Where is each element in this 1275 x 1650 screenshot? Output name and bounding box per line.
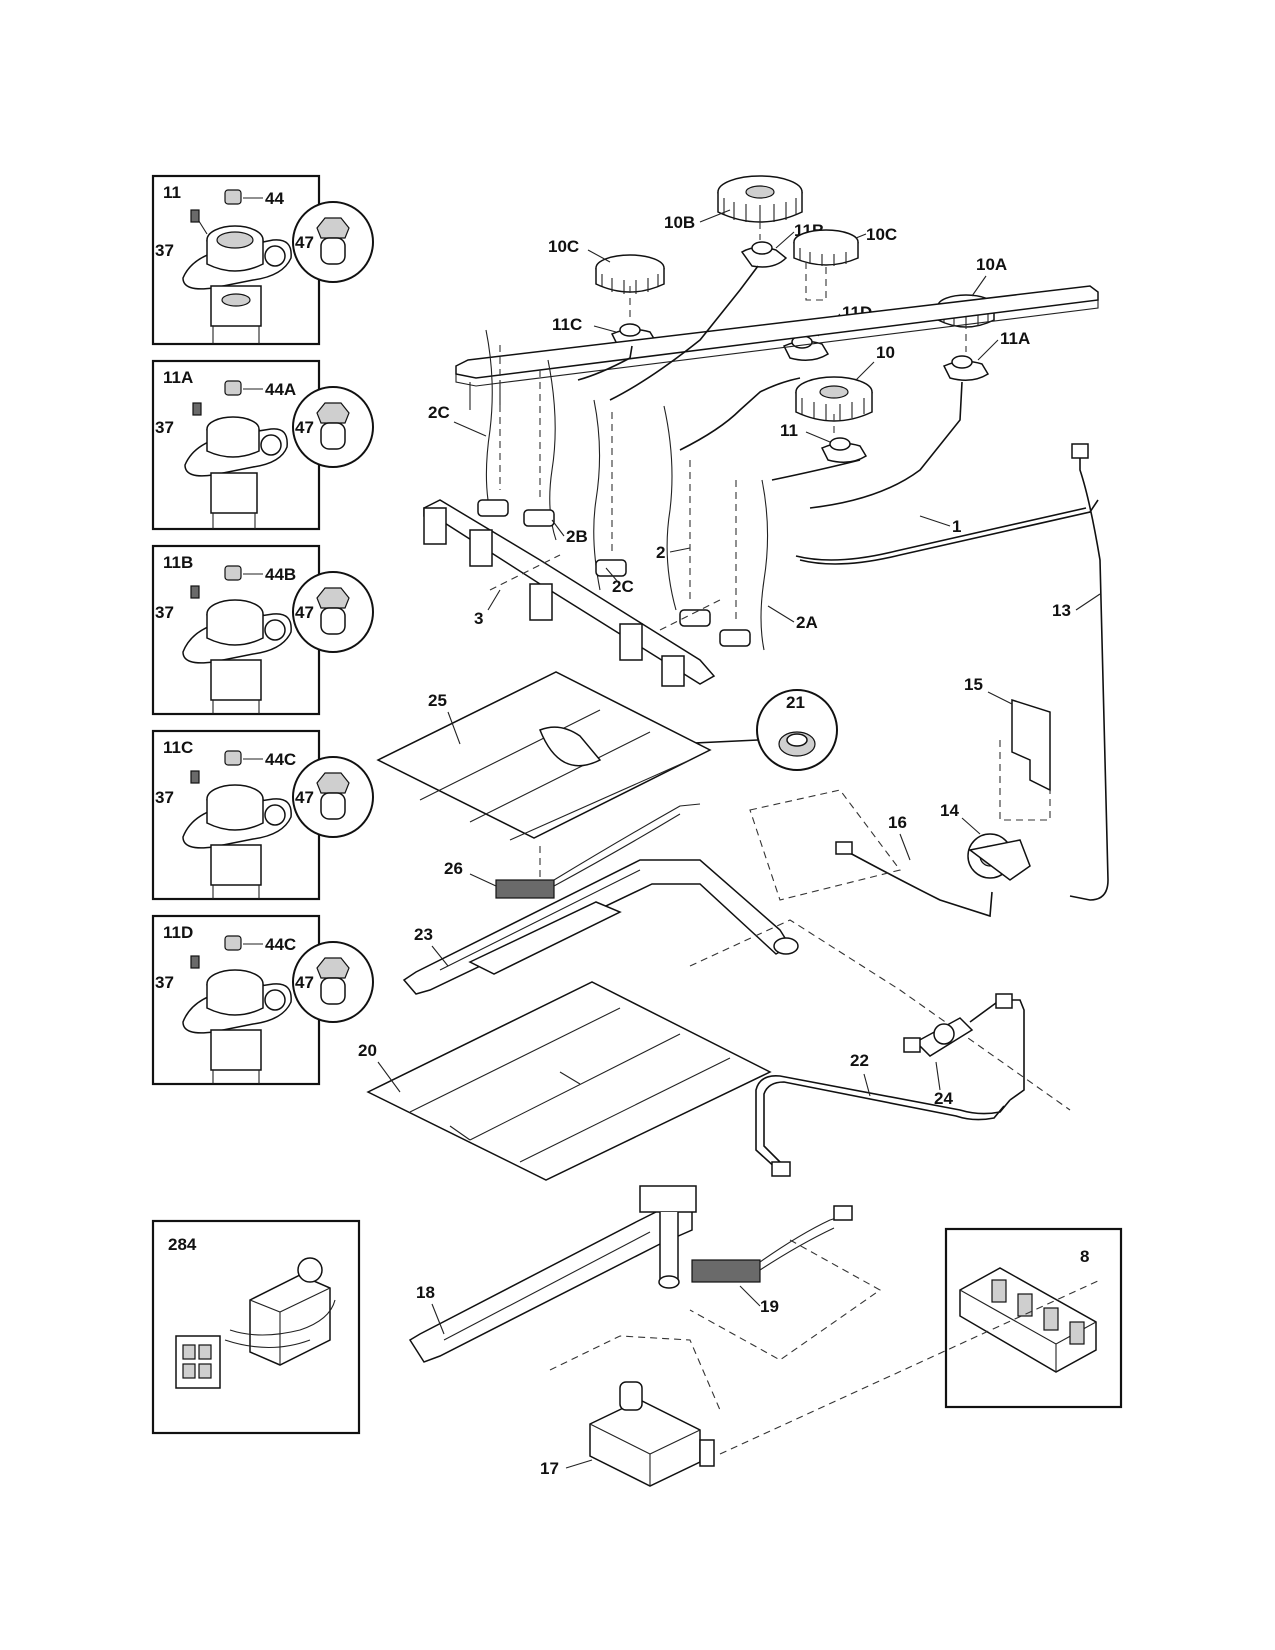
svg-text:1: 1: [952, 517, 961, 536]
svg-text:37: 37: [155, 603, 174, 622]
inset-box-8: 8: [944, 1227, 1123, 1409]
svg-text:22: 22: [850, 1051, 869, 1070]
burner-10B: 10B: [664, 175, 803, 232]
orifice-24: 24: [903, 993, 1025, 1108]
burner-23: 23: [402, 859, 799, 995]
tube-13: 13: [1052, 443, 1109, 901]
svg-text:37: 37: [155, 418, 174, 437]
svg-text:10: 10: [876, 343, 895, 362]
svg-text:11A: 11A: [1000, 329, 1030, 348]
inset-label: 11B: [163, 553, 193, 572]
shield-20: 20: [358, 919, 1071, 1181]
tube-22: 22: [755, 1051, 1011, 1177]
svg-text:20: 20: [358, 1041, 377, 1060]
svg-text:19: 19: [760, 1297, 779, 1316]
valve-11: 11: [780, 421, 868, 463]
svg-text:23: 23: [414, 925, 433, 944]
svg-text:2B: 2B: [566, 527, 588, 546]
inset-label: 11: [163, 183, 181, 202]
svg-text:2C: 2C: [612, 577, 634, 596]
burner-18: 18: [408, 1185, 697, 1363]
svg-text:44A: 44A: [265, 380, 296, 399]
svg-text:47: 47: [295, 603, 314, 622]
svg-text:47: 47: [295, 973, 314, 992]
svg-text:10C: 10C: [866, 225, 897, 244]
valve-11A: 11A: [942, 329, 1030, 381]
ignitor-19: 19: [689, 1205, 882, 1361]
svg-text:284: 284: [168, 1235, 197, 1254]
valve-17: 17: [540, 1279, 1101, 1487]
tube-16: 16: [749, 789, 993, 918]
svg-text:11: 11: [780, 421, 798, 440]
svg-text:44: 44: [265, 189, 284, 208]
burner-10C-left: 10C: [548, 237, 665, 294]
bracket-15: 15: [964, 675, 1051, 821]
tray-25: 25: [376, 671, 712, 841]
svg-text:11C: 11C: [552, 315, 582, 334]
burner-10C-right: 10C: [793, 225, 897, 266]
valves-and-wires: 2C 2B 2C 2 2A: [428, 329, 818, 651]
svg-text:2A: 2A: [796, 613, 818, 632]
inset-label: 11D: [163, 923, 193, 942]
svg-text:25: 25: [428, 691, 447, 710]
inset-box-11D: 11D 44C 37 47: [151, 914, 374, 1086]
svg-text:16: 16: [888, 813, 907, 832]
svg-text:37: 37: [155, 788, 174, 807]
ignitor-26: 26: [444, 803, 701, 899]
svg-text:47: 47: [295, 788, 314, 807]
svg-text:24: 24: [934, 1089, 953, 1108]
svg-text:44C: 44C: [265, 935, 296, 954]
svg-text:47: 47: [295, 418, 314, 437]
svg-text:37: 37: [155, 973, 174, 992]
inset-label: 11C: [163, 738, 193, 757]
svg-text:21: 21: [786, 693, 805, 712]
burner-10: 10: [795, 343, 895, 422]
svg-text:13: 13: [1052, 601, 1071, 620]
inset-box-284: 284: [151, 1219, 361, 1435]
svg-text:2C: 2C: [428, 403, 450, 422]
svg-text:14: 14: [940, 801, 959, 820]
svg-text:47: 47: [295, 233, 314, 252]
svg-text:2: 2: [656, 543, 665, 562]
svg-text:3: 3: [474, 609, 483, 628]
svg-text:17: 17: [540, 1459, 559, 1478]
svg-text:10B: 10B: [664, 213, 695, 232]
svg-text:10C: 10C: [548, 237, 579, 256]
svg-text:15: 15: [964, 675, 983, 694]
svg-text:44C: 44C: [265, 750, 296, 769]
inset-box-11B: 11B 44B 37 47: [151, 544, 374, 716]
regulator-14: 14: [940, 801, 1031, 881]
svg-text:18: 18: [416, 1283, 435, 1302]
inset-box-11C: 11C 44C 37 47: [151, 729, 374, 901]
svg-text:8: 8: [1080, 1247, 1089, 1266]
manifold-1: 1: [455, 265, 1099, 565]
svg-text:44B: 44B: [265, 565, 296, 584]
bracket-3: 3: [423, 499, 721, 687]
inset-box-11: 11 44 37 47: [151, 174, 374, 346]
inset-label: 11A: [163, 368, 193, 387]
svg-text:10A: 10A: [976, 255, 1007, 274]
svg-text:26: 26: [444, 859, 463, 878]
inset-box-11A: 11A 44A 37 47: [151, 359, 374, 531]
svg-text:37: 37: [155, 241, 174, 260]
